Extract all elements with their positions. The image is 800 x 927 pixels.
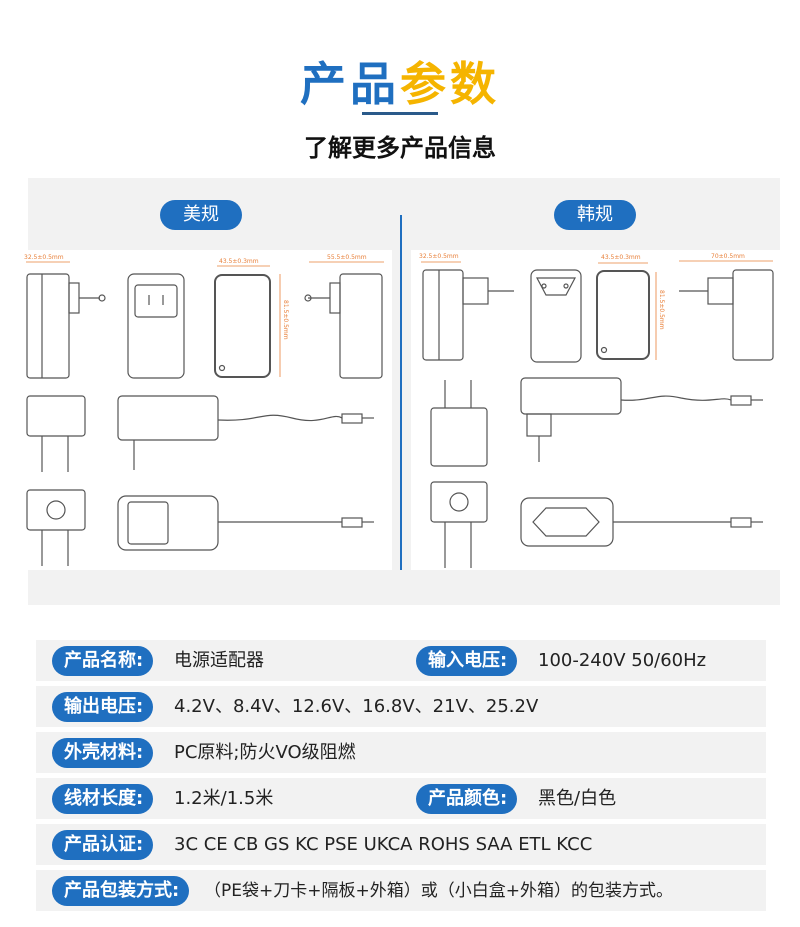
dim-label: 81.5±0.5mm (282, 300, 289, 340)
spec-value: （PE袋+刀卡+隔板+外箱）或（小白盒+外箱）的包装方式。 (204, 881, 673, 901)
page-title: 产品参数 (300, 57, 500, 111)
spec-label: 外壳材料: (52, 738, 154, 768)
kr-plug-drawing: 32.5±0.5mm 43.5±0.3mm 70±0.5mm 81.5±0.5m… (411, 250, 781, 570)
spec-row-certification: 产品认证: 3C CE CB GS KC PSE UKCA ROHS SAA E… (36, 824, 766, 865)
dim-label: 81.5±0.5mm (658, 290, 665, 330)
subtitle: 了解更多产品信息 (304, 134, 496, 162)
spec-label: 产品认证: (52, 830, 154, 860)
us-plug-tag: 美规 (160, 200, 242, 230)
spec-label: 输出电压: (52, 692, 154, 722)
spec-row-name-input: 产品名称: 电源适配器 输入电压: 100-240V 50/60Hz (36, 640, 766, 681)
spec-label: 输入电压: (416, 646, 518, 676)
spec-value: 100-240V 50/60Hz (538, 650, 707, 671)
spec-value: 电源适配器 (174, 650, 264, 671)
spec-value: 1.2米/1.5米 (174, 788, 274, 809)
dim-label: 32.5±0.5mm (24, 254, 64, 261)
spec-value: 黑色/白色 (538, 788, 617, 809)
spec-label: 线材长度: (52, 784, 154, 814)
spec-label: 产品包装方式: (52, 876, 190, 906)
dim-label: 32.5±0.5mm (419, 253, 459, 260)
spec-value: PC原料;防火VO级阻燃 (174, 742, 356, 763)
spec-label: 产品颜色: (416, 784, 518, 814)
dim-label: 55.5±0.5mm (327, 254, 367, 261)
divider (400, 215, 402, 570)
dim-label: 43.5±0.3mm (219, 258, 259, 265)
kr-plug-tag: 韩规 (554, 200, 636, 230)
spec-row-output: 输出电压: 4.2V、8.4V、12.6V、16.8V、21V、25.2V (36, 686, 766, 727)
spec-row-material: 外壳材料: PC原料;防火VO级阻燃 (36, 732, 766, 773)
spec-value: 4.2V、8.4V、12.6V、16.8V、21V、25.2V (174, 696, 539, 717)
us-plug-drawing: 32.5±0.5mm 43.5±0.3mm 55.5±0.5mm 81.5±0.… (22, 250, 392, 570)
dim-label: 43.5±0.3mm (601, 254, 641, 261)
spec-row-cable-color: 线材长度: 1.2米/1.5米 产品颜色: 黑色/白色 (36, 778, 766, 819)
spec-row-packaging: 产品包装方式: （PE袋+刀卡+隔板+外箱）或（小白盒+外箱）的包装方式。 (36, 870, 766, 911)
title-underline (362, 112, 438, 115)
dim-label: 70±0.5mm (711, 253, 745, 260)
spec-value: 3C CE CB GS KC PSE UKCA ROHS SAA ETL KCC (174, 834, 593, 855)
spec-label: 产品名称: (52, 646, 154, 676)
